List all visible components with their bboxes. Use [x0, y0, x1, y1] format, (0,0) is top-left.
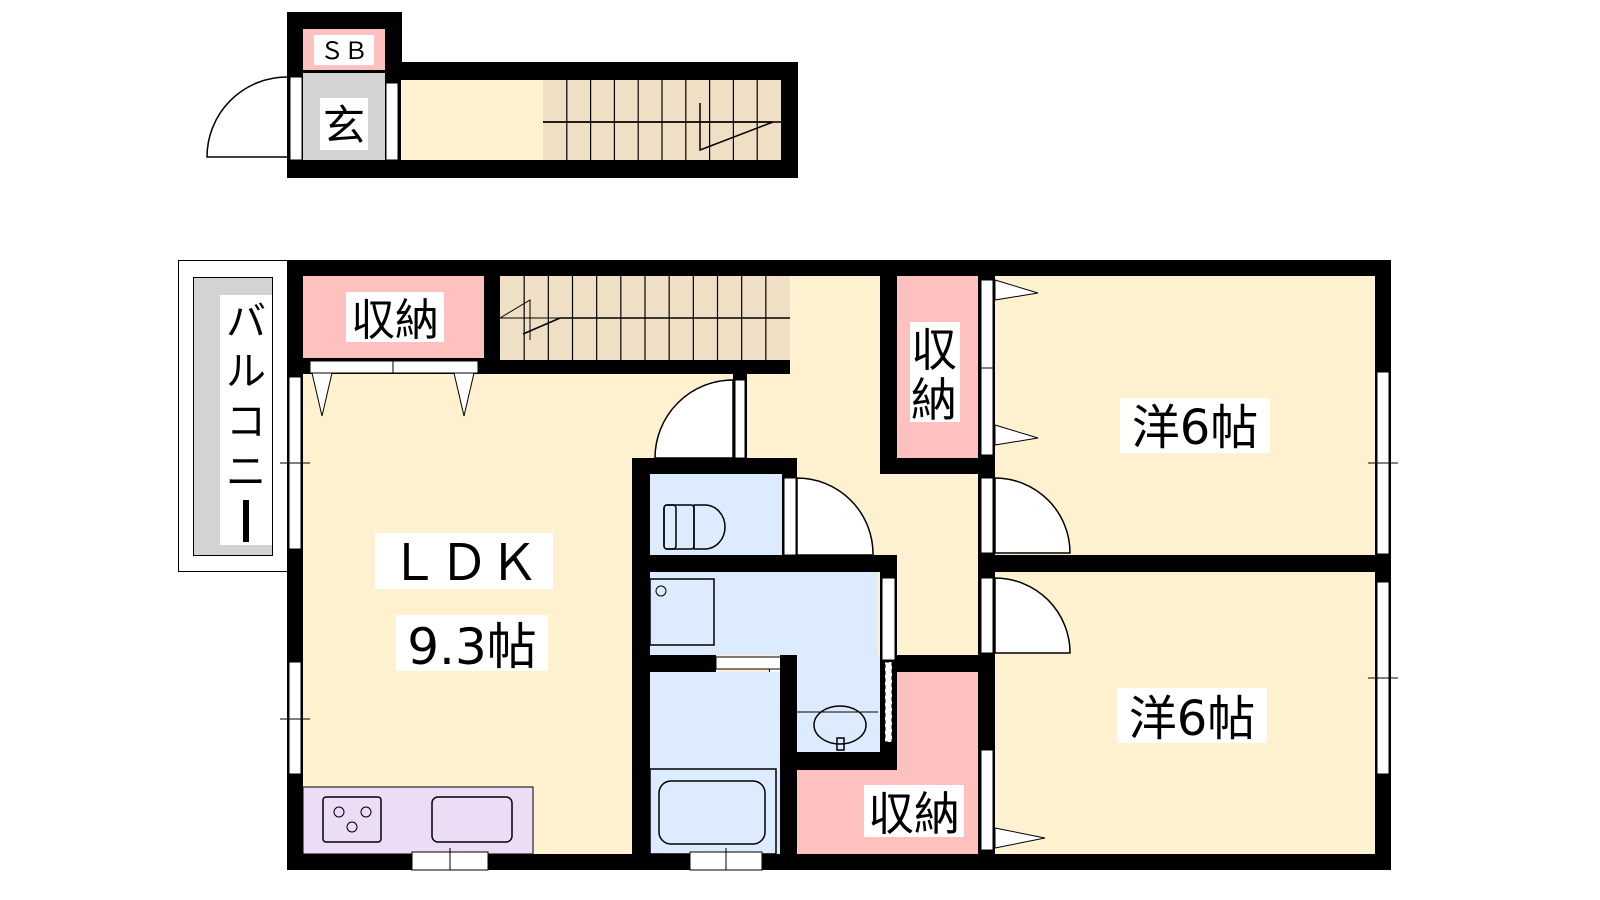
shoe-box-label: ＳＢ [320, 37, 368, 65]
kitchen-sink-icon [431, 796, 513, 843]
balcony-label-2: ル [226, 349, 266, 395]
toilet-icon [663, 504, 726, 550]
ldk-storage-label: 収納 [351, 295, 439, 346]
closet-label-1: 収 [911, 323, 957, 377]
balcony-label-4: ニ [226, 449, 266, 495]
main-floor: 収納 収 納 [280, 260, 1398, 871]
entrance-label: 玄 [323, 101, 365, 150]
balcony: バ ル コ ニ [178, 260, 289, 572]
toilet-room [650, 474, 782, 555]
upper-entrance-area: ＳＢ 玄 [206, 12, 798, 178]
bathroom [650, 672, 780, 854]
ldk-size-label: 9.3帖 [407, 618, 537, 676]
ldk-label: ＬＤＫ [389, 534, 539, 592]
closet-label-2: 納 [911, 373, 957, 427]
room2-label: 洋6帖 [1129, 691, 1256, 747]
balcony-label-3: コ [226, 399, 266, 445]
bathtub-icon [658, 780, 766, 845]
bottom-storage-label: 収納 [868, 787, 960, 841]
stove-icon [322, 796, 382, 843]
washroom [650, 572, 878, 655]
sink-icon [813, 705, 867, 751]
room1-label: 洋6帖 [1132, 400, 1259, 456]
entrance-door [206, 76, 288, 158]
balcony-label-1: バ [226, 299, 266, 345]
hall-floor [401, 80, 543, 160]
